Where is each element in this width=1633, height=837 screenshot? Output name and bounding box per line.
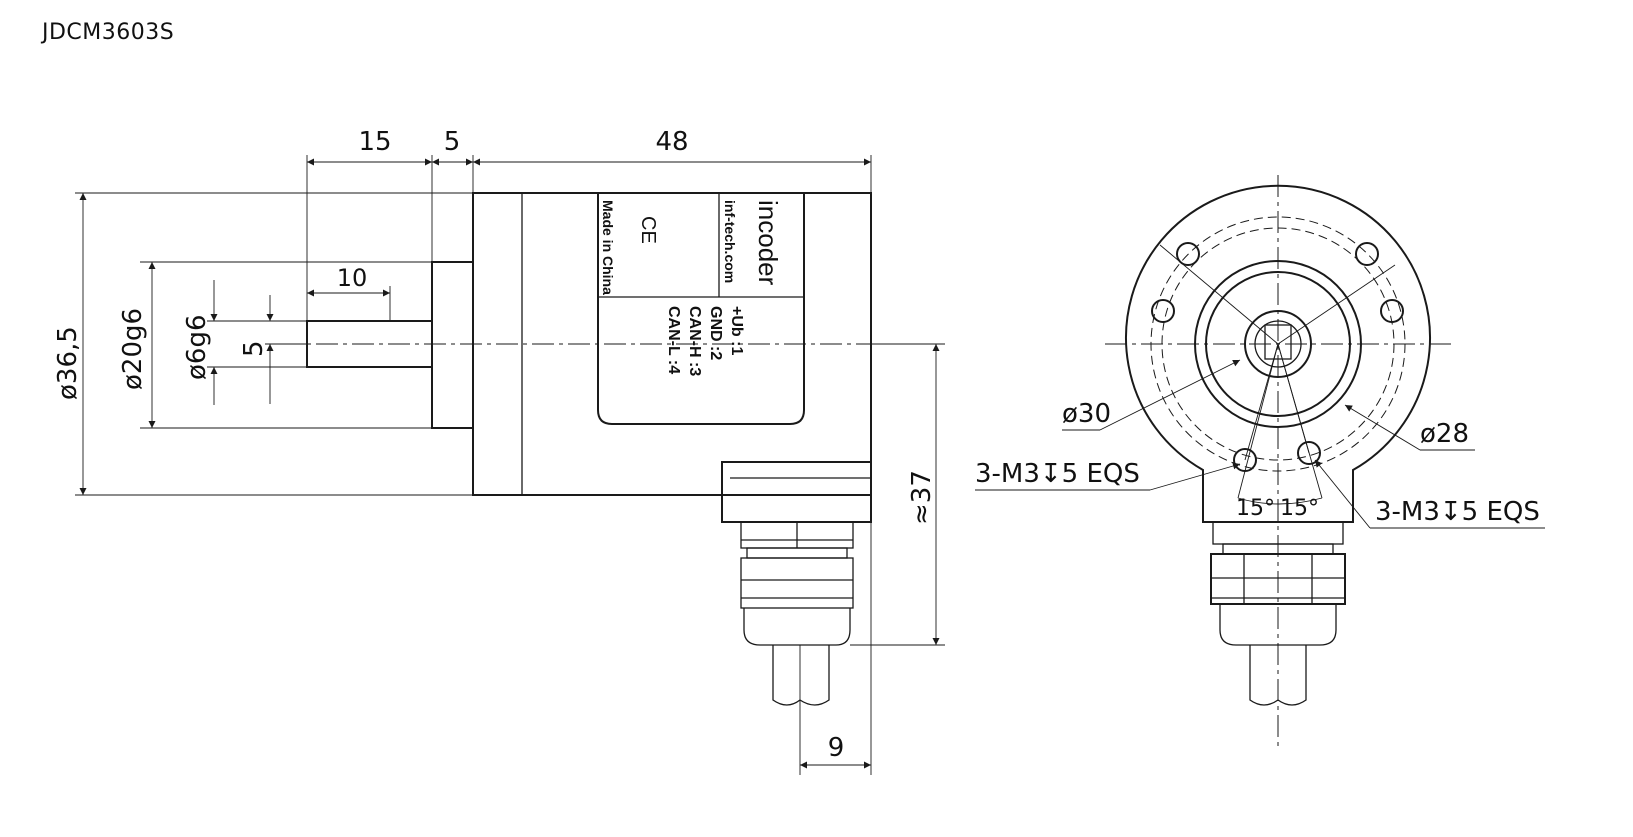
shaft-flat [1264,324,1292,360]
dim-flat-label: 5 [239,340,269,357]
front-gland-tail [1219,604,1337,646]
dia-30-label: ø30 [1062,399,1111,429]
leader-dia30 [1099,359,1241,431]
dim-9-label: 9 [828,733,845,763]
shaft-end [1254,320,1302,368]
label-plate [597,193,805,425]
leader-dia28 [1344,404,1421,451]
front-view: ø30 ø28 3-M3↧5 EQS 3-M3↧5 EQS 15° 15° [975,175,1545,750]
front-cable [1249,645,1307,706]
website-text: inf-tech.com [722,200,738,283]
hub-outer [1194,260,1362,428]
angle-right-label: 15° [1280,496,1319,521]
pin-2-text: GND :2 [707,306,724,360]
leader-b [1277,264,1396,345]
cable-washer [746,547,848,559]
dim-6-label: ø6g6 [182,315,212,381]
dim-365-label: ø36,5 [53,326,83,400]
ce-mark-icon: CE [637,216,659,244]
origin-text: Made in China [600,200,616,295]
pin-4-text: CAN-L :4 [665,306,682,374]
dim-5-label: 5 [444,127,461,157]
brand-text: incoder [753,200,783,286]
pin-3-text: CAN-H :3 [686,306,703,376]
front-gland-body [1210,553,1346,605]
connector-block [721,461,872,523]
shaft-collar [1244,310,1312,378]
thread-left-label: 3-M3↧5 EQS [975,459,1140,489]
dim-10-label: 10 [337,264,368,292]
leader-m3-right [1314,459,1371,529]
cable [772,645,830,706]
leader-m3-left [1149,462,1241,491]
leader-a [1159,244,1279,345]
drawing-title: JDCM3603S [42,20,175,45]
bolt-circle-28 [1161,227,1395,461]
dim-48-label: 48 [655,127,688,157]
angle-arc [1237,497,1323,505]
thread-right-label: 3-M3↧5 EQS [1375,497,1540,527]
angle-ext-left [1237,343,1279,499]
angle-left-label: 15° [1236,496,1275,521]
gland-tail [743,608,851,646]
dim-37-label: ≈37 [907,470,937,525]
mount-hole [1151,299,1175,323]
dim-20-label: ø20g6 [118,308,148,390]
mount-hole [1355,242,1379,266]
cable-gland [740,557,854,609]
pin-1-text: +Ub :1 [728,306,745,355]
dim-15-label: 15 [358,127,391,157]
mount-hole [1176,242,1200,266]
mount-hole [1380,299,1404,323]
dia-28-label: ø28 [1420,419,1469,449]
front-body-outline [1125,184,1431,523]
mount-hole [1297,441,1321,465]
hub-inner [1205,271,1351,417]
angle-ext-right [1277,343,1323,499]
angle-ray-left [1244,343,1279,461]
side-view: incoder inf-tech.com CE Made in China +U… [53,127,945,775]
flange-hub [431,261,474,429]
bolt-circle-30 [1150,216,1406,472]
